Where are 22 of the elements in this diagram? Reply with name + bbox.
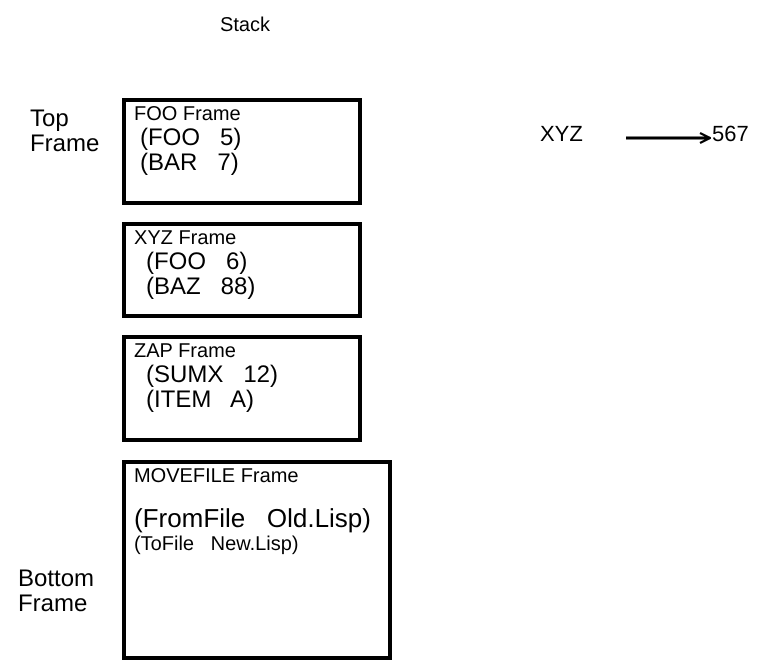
variable-label: XYZ xyxy=(540,120,602,148)
frame-caption: Bottom Frame xyxy=(18,566,96,616)
frame-box xyxy=(122,98,362,205)
frame-box xyxy=(122,335,362,442)
arrow xyxy=(626,132,712,144)
stack-title: Stack xyxy=(220,14,270,37)
binding-text: (SUMX 12) xyxy=(145,362,280,388)
binding-text: (FOO 6) xyxy=(145,249,248,274)
binding-text: (FOO 5) xyxy=(139,125,242,150)
frame-heading: XYZ Frame xyxy=(134,228,238,249)
frame-heading: MOVEFILE Frame xyxy=(134,466,300,487)
binding-text: (FromFile Old.Lisp) xyxy=(134,505,372,532)
frame-box xyxy=(122,222,362,318)
frame-caption: Top Frame xyxy=(30,106,100,156)
binding-text: (BAR 7) xyxy=(139,150,239,176)
frame-heading: FOO Frame xyxy=(134,104,242,125)
binding-text: (BAZ 88) xyxy=(145,274,256,300)
variable-label: 567 xyxy=(712,120,762,148)
frame-box xyxy=(122,460,392,660)
binding-text: (ITEM A) xyxy=(145,387,254,412)
frame-heading: ZAP Frame xyxy=(134,341,237,362)
binding-text: (ToFile New.Lisp) xyxy=(134,534,300,556)
